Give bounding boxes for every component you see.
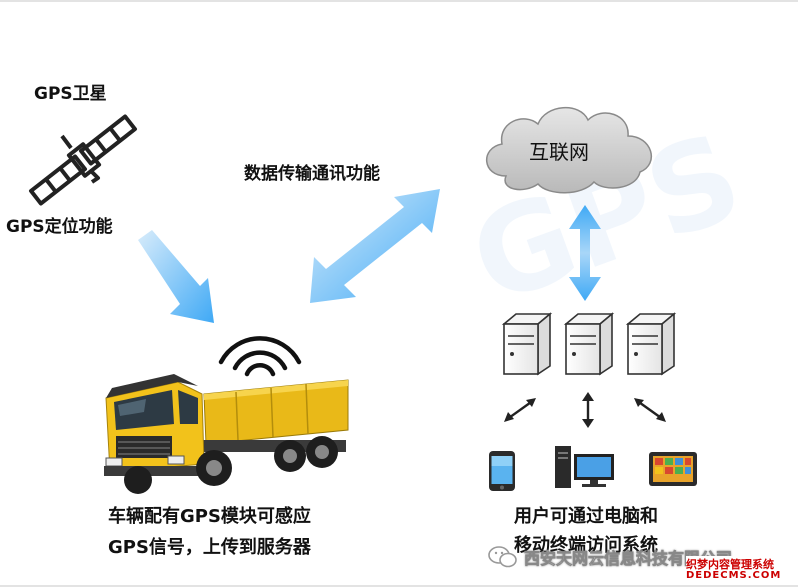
gps-satellite-label: GPS卫星 xyxy=(34,84,107,104)
server-icon xyxy=(625,312,677,376)
user-caption-line2: 移动终端访问系统 xyxy=(514,535,658,556)
vehicle-caption-line1: 车辆配有GPS模块可感应 xyxy=(108,506,311,527)
internet-cloud-icon xyxy=(485,106,652,194)
server-icon xyxy=(501,312,553,376)
server-tablet-arrow xyxy=(634,398,666,422)
wireless-signal-icon xyxy=(218,336,302,377)
tablet-icon xyxy=(649,452,697,486)
desktop-computer-icon xyxy=(555,446,614,488)
vehicle-caption-line2: GPS信号，上传到服务器 xyxy=(108,537,311,558)
satellite-signal-arrow xyxy=(138,230,214,323)
wechat-logo-icon xyxy=(488,546,517,568)
mobile-phone-icon xyxy=(489,451,515,491)
site-watermark-cn: 织梦内容管理系统 xyxy=(686,556,774,572)
site-watermark-en: DEDECMS.COM xyxy=(686,570,782,581)
truck-image xyxy=(104,374,349,494)
bottom-border xyxy=(0,585,798,587)
user-caption-line1: 用户可通过电脑和 xyxy=(514,506,658,527)
gps-positioning-label: GPS定位功能 xyxy=(6,217,113,237)
satellite-icon xyxy=(29,114,137,206)
server-computer-arrow xyxy=(582,392,594,428)
server-icon xyxy=(563,312,615,376)
data-transfer-label: 数据传输通讯功能 xyxy=(244,164,380,184)
internet-label: 互联网 xyxy=(529,140,589,164)
server-phone-arrow xyxy=(504,398,536,422)
company-watermark: 西安天网云信息科技有限公司 xyxy=(524,549,733,569)
top-border xyxy=(0,0,798,2)
internet-server-arrow xyxy=(569,205,601,301)
data-transfer-arrow xyxy=(310,189,440,303)
